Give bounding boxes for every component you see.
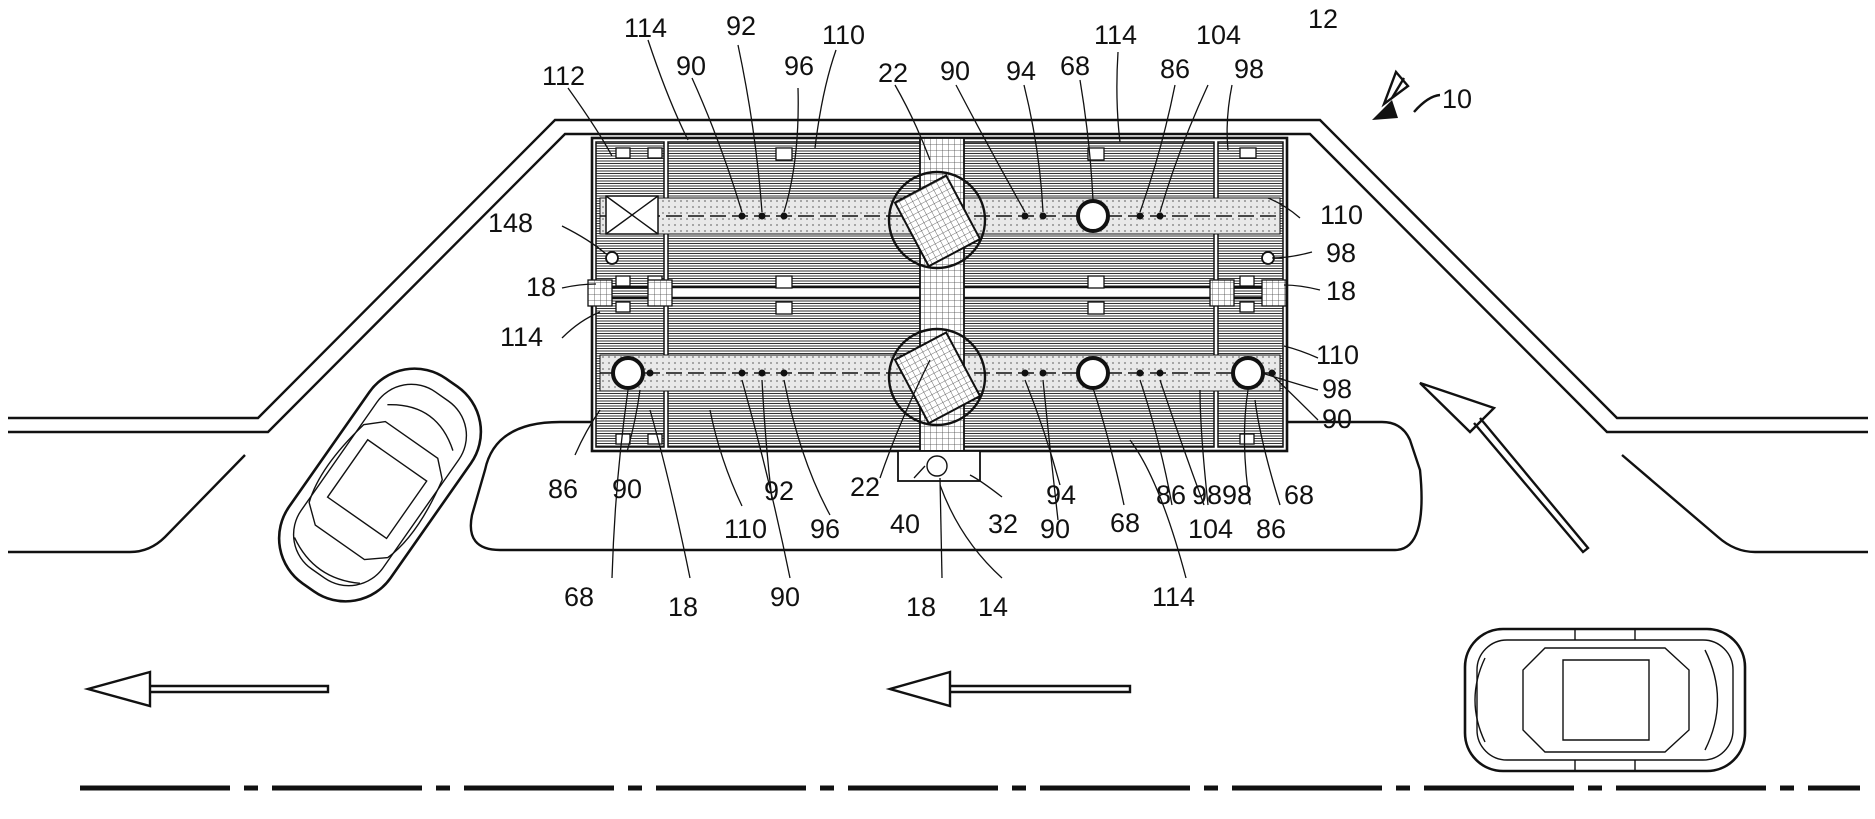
- ref-32: 32: [988, 509, 1018, 539]
- arrow-icon: [88, 672, 328, 706]
- ref-98: 98: [1222, 480, 1252, 510]
- ref-22: 22: [878, 58, 908, 88]
- ref-90: 90: [676, 51, 706, 81]
- ref-98: 98: [1326, 238, 1356, 268]
- ref-90: 90: [940, 56, 970, 86]
- ref-110: 110: [1320, 200, 1363, 230]
- ref-110: 110: [1316, 340, 1359, 370]
- arrow-icon: [1420, 383, 1588, 552]
- ref-12: 12: [1308, 4, 1338, 34]
- ref-68: 68: [564, 582, 594, 612]
- ref-86: 86: [548, 474, 578, 504]
- ref-92: 92: [764, 476, 794, 506]
- ref-110: 110: [724, 514, 767, 544]
- arrow-icon: [1384, 72, 1408, 104]
- ref-18: 18: [668, 592, 698, 622]
- ref-86: 86: [1256, 514, 1286, 544]
- car-icon: [1465, 629, 1745, 771]
- ref-96: 96: [810, 514, 840, 544]
- ref-90: 90: [1040, 514, 1070, 544]
- ref-14: 14: [978, 592, 1008, 622]
- ref-68: 68: [1060, 51, 1090, 81]
- ref-10: 10: [1442, 84, 1472, 114]
- ref-98: 98: [1322, 374, 1352, 404]
- ref-90: 90: [1322, 404, 1352, 434]
- ref-114: 114: [1094, 20, 1137, 50]
- arrow-icon: [890, 672, 1130, 706]
- ref-98: 98: [1234, 54, 1264, 84]
- car-icon: [258, 347, 503, 623]
- ref-68: 68: [1110, 508, 1140, 538]
- ref-86: 86: [1156, 480, 1186, 510]
- ref-110: 110: [822, 20, 865, 50]
- ref-112: 112: [542, 61, 585, 91]
- ref-114: 114: [624, 13, 667, 43]
- ref-96: 96: [784, 51, 814, 81]
- ref-114: 114: [500, 322, 543, 352]
- ref-22: 22: [850, 472, 880, 502]
- ref-18: 18: [906, 592, 936, 622]
- ref-86: 86: [1160, 54, 1190, 84]
- ref-18: 18: [526, 272, 556, 302]
- arrow-icon: [1372, 95, 1440, 120]
- ref-98: 98: [1192, 480, 1222, 510]
- ref-94: 94: [1046, 480, 1076, 510]
- ref-94: 94: [1006, 56, 1036, 86]
- ref-40: 40: [890, 509, 920, 539]
- ref-90: 90: [612, 474, 642, 504]
- ref-114: 114: [1152, 582, 1195, 612]
- ref-148: 148: [488, 208, 533, 238]
- ref-104: 104: [1196, 20, 1241, 50]
- ref-18: 18: [1326, 276, 1356, 306]
- ref-104: 104: [1188, 514, 1233, 544]
- ref-92: 92: [726, 11, 756, 41]
- ref-68: 68: [1284, 480, 1314, 510]
- ref-90: 90: [770, 582, 800, 612]
